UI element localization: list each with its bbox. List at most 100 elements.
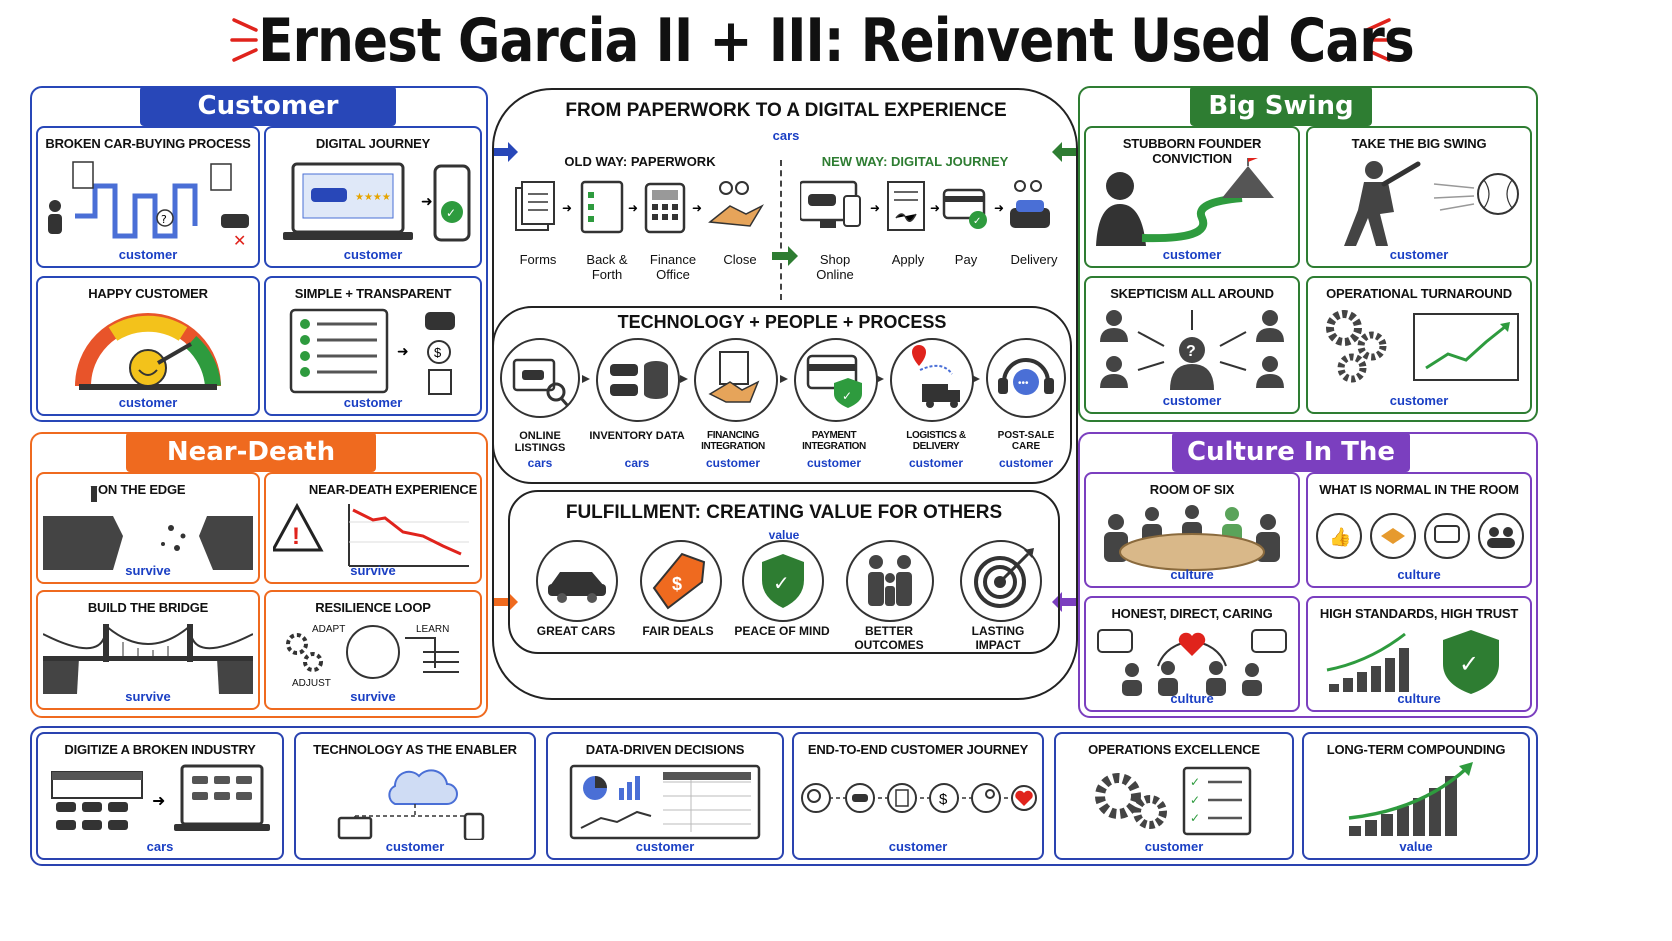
tpp-label-4: LOGISTICS & DELIVERY [906, 430, 966, 452]
card-tag: culture [1170, 567, 1214, 582]
new-step-1: Apply [891, 252, 925, 267]
paperwork-title: FROM PAPERWORK TO A DIGITAL EXPERIENCE [565, 100, 1007, 121]
shield-check-icon: ✓ [762, 554, 804, 608]
fulfillment-panel [508, 490, 1060, 654]
green-arrow-icon [772, 246, 798, 266]
svg-text:✓: ✓ [842, 389, 852, 403]
fulfillment-title: FULFILLMENT: CREATING VALUE FOR OTHERS [565, 502, 1003, 523]
burst-left-icon [228, 8, 268, 78]
fulfill-circle-deals: $ [640, 540, 722, 622]
svg-text:$: $ [672, 574, 682, 594]
card-title: High Standards, High Trust [1319, 606, 1519, 621]
new-way-icons: ➜ ➜ ✓ ➜ [800, 180, 1050, 231]
tpp-tag-4: customer [908, 456, 964, 470]
tpp-circle-listings [500, 338, 580, 418]
svg-text:➜: ➜ [397, 343, 409, 359]
laptop-phone-icon: ★★★★ ➜ ✓ [283, 162, 471, 242]
old-step-3: Close [723, 252, 757, 267]
paperwork-subtitle: cars [772, 128, 800, 143]
target-icon [974, 548, 1034, 608]
card-title: Digital Journey [315, 136, 431, 151]
svg-text:👍: 👍 [1329, 526, 1351, 547]
card-tag: cars [146, 839, 174, 854]
meeting-table-icon [1104, 505, 1280, 571]
arrow-right-orange-icon [494, 592, 518, 612]
card-title: Room Of Six [1149, 482, 1235, 497]
burst-right-icon [1355, 8, 1395, 78]
card-title: Operational Turnaround [1326, 286, 1512, 301]
new-step-0: Shop Online [816, 252, 854, 282]
tpp-tag-1: cars [624, 456, 650, 470]
inventory-db-icon [610, 361, 668, 399]
tpp-label-3: PAYMENT INTEGRATION [802, 430, 866, 452]
tpp-label-2: FINANCING INTEGRATION [701, 430, 765, 452]
svg-text:★★★★: ★★★★ [355, 192, 391, 203]
listing-search-icon [512, 358, 570, 407]
culture-icons: 👍 [1316, 513, 1524, 559]
card-tag: customer [1162, 247, 1222, 262]
card-tag: customer [1162, 393, 1222, 408]
dashboard-icon [569, 764, 761, 840]
svg-text:•••: ••• [1018, 378, 1029, 389]
card-on-the-edge: On The Edge survive [36, 472, 260, 584]
tpp-circle-logistics [890, 338, 974, 422]
fulfill-label-3: BETTER OUTCOMES [854, 624, 924, 652]
svg-text:?: ? [1186, 343, 1196, 360]
card-simple-transparent: Simple + Transparent ➜ $ customer [264, 276, 482, 416]
svg-text:✓: ✓ [1459, 651, 1479, 678]
bottom-card-compounding: Long-Term Compounding value [1302, 732, 1530, 860]
dealership-laptop-icon: ➜ [51, 764, 270, 831]
section-title-culture: Culture In The Room [1172, 432, 1410, 507]
card-title: Resilience Loop [315, 600, 431, 615]
card-tag: culture [1170, 691, 1214, 706]
card-tag: customer [118, 247, 178, 262]
tpp-circle-payment: ✓ [794, 338, 878, 422]
card-tag: culture [1397, 691, 1441, 706]
card-high-standards: High Standards, High Trust ✓ culture [1306, 596, 1532, 712]
card-build-bridge: Build The Bridge survive [36, 590, 260, 710]
tpp-title: TECHNOLOGY + PEOPLE + PROCESS [617, 312, 947, 332]
gauge-smile-icon [75, 313, 221, 390]
card-title: On The Edge [98, 482, 186, 497]
svg-text:➜: ➜ [994, 201, 1004, 215]
card-title: Build The Bridge [87, 600, 209, 615]
fulfill-circle-cars [536, 540, 618, 622]
svg-text:$: $ [939, 791, 948, 808]
card-title: Skepticism All Around [1110, 286, 1274, 301]
svg-text:➜: ➜ [692, 201, 702, 215]
card-tag: survive [125, 563, 171, 578]
loop-label-adapt: ADAPT [312, 624, 346, 635]
card-title: Broken Car-Buying Process [45, 136, 251, 151]
card-broken-process: Broken Car-Buying Process ? ✕ customer [36, 126, 260, 268]
financing-handshake-icon [708, 351, 760, 403]
warning-chart-icon: ! [273, 502, 469, 567]
old-step-0: Forms [519, 252, 557, 267]
card-title: End-To-End Customer Journey [807, 742, 1029, 757]
cloud-devices-icon [337, 769, 485, 840]
svg-text:✓: ✓ [773, 573, 790, 595]
tpp-arrows [582, 375, 980, 383]
founder-mountain-icon [1096, 158, 1274, 246]
svg-text:➜: ➜ [152, 793, 165, 810]
skeptics-icon: ? [1100, 310, 1284, 390]
card-tag: customer [1389, 247, 1449, 262]
card-tag: survive [125, 689, 171, 704]
card-resilience-loop: Resilience Loop ADAPT LEARN ADJUST survi… [264, 590, 482, 710]
loop-label-learn: LEARN [416, 624, 450, 635]
card-title: Simple + Transparent [294, 286, 452, 301]
card-tag: customer [343, 395, 403, 410]
journey-steps-icon: $ [801, 783, 1037, 813]
card-title: Take The Big Swing [1351, 136, 1487, 151]
fulfill-circle-impact [960, 540, 1042, 622]
fulfill-label-2: PEACE OF MIND [734, 624, 830, 638]
tpp-tag-2: customer [705, 456, 761, 470]
checklist-icon: ➜ $ [289, 308, 455, 395]
bottom-card-operations: Operations Excellence ✓✓✓ customer [1054, 732, 1294, 860]
card-tag: survive [350, 563, 396, 578]
svg-text:➜: ➜ [870, 201, 880, 215]
svg-text:✓: ✓ [1190, 793, 1200, 807]
svg-text:?: ? [161, 213, 167, 226]
svg-text:✓: ✓ [446, 206, 456, 220]
section-bottom [30, 726, 1538, 866]
maze-icon: ? ✕ [48, 161, 249, 248]
